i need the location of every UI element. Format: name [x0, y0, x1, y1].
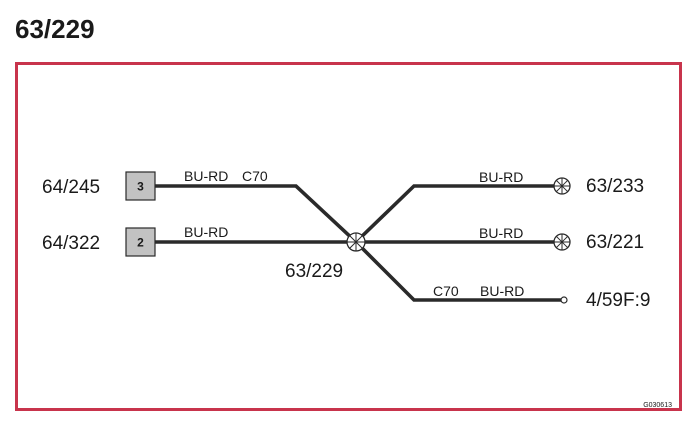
- connector-64-245: 3: [125, 171, 156, 201]
- wire-4-59f-9: [353, 239, 563, 302]
- splice-label: 63/229: [285, 261, 343, 282]
- page-title: 63/229: [15, 14, 95, 44]
- node-label-64-245: 64/245: [42, 177, 100, 198]
- terminal-circle-icon: [560, 296, 568, 304]
- wire-color-label: BU-RD: [184, 224, 228, 240]
- circuit-label: C70: [433, 283, 459, 299]
- wire-color-label: BU-RD: [480, 283, 524, 299]
- ground-crossed-circle-icon: [553, 177, 571, 195]
- pin-number: 3: [137, 180, 144, 194]
- wire-63-233: [353, 184, 558, 245]
- node-label-4-59f-9: 4/59F:9: [586, 290, 650, 311]
- splice-crossed-circle-icon: [346, 232, 366, 252]
- ground-crossed-circle-icon: [553, 233, 571, 251]
- pin-number: 2: [137, 236, 144, 250]
- diagram-frame: [15, 62, 682, 411]
- circuit-label: C70: [242, 168, 268, 184]
- node-label-63-221: 63/221: [586, 232, 644, 253]
- node-label-64-322: 64/322: [42, 233, 100, 254]
- wire-color-label: BU-RD: [479, 169, 523, 185]
- reference-code: G030613: [643, 402, 672, 409]
- connector-64-322: 2: [125, 227, 156, 257]
- wire-64-245: [155, 184, 359, 245]
- node-label-63-233: 63/233: [586, 176, 644, 197]
- wire-color-label: BU-RD: [479, 225, 523, 241]
- wire-color-label: BU-RD: [184, 168, 228, 184]
